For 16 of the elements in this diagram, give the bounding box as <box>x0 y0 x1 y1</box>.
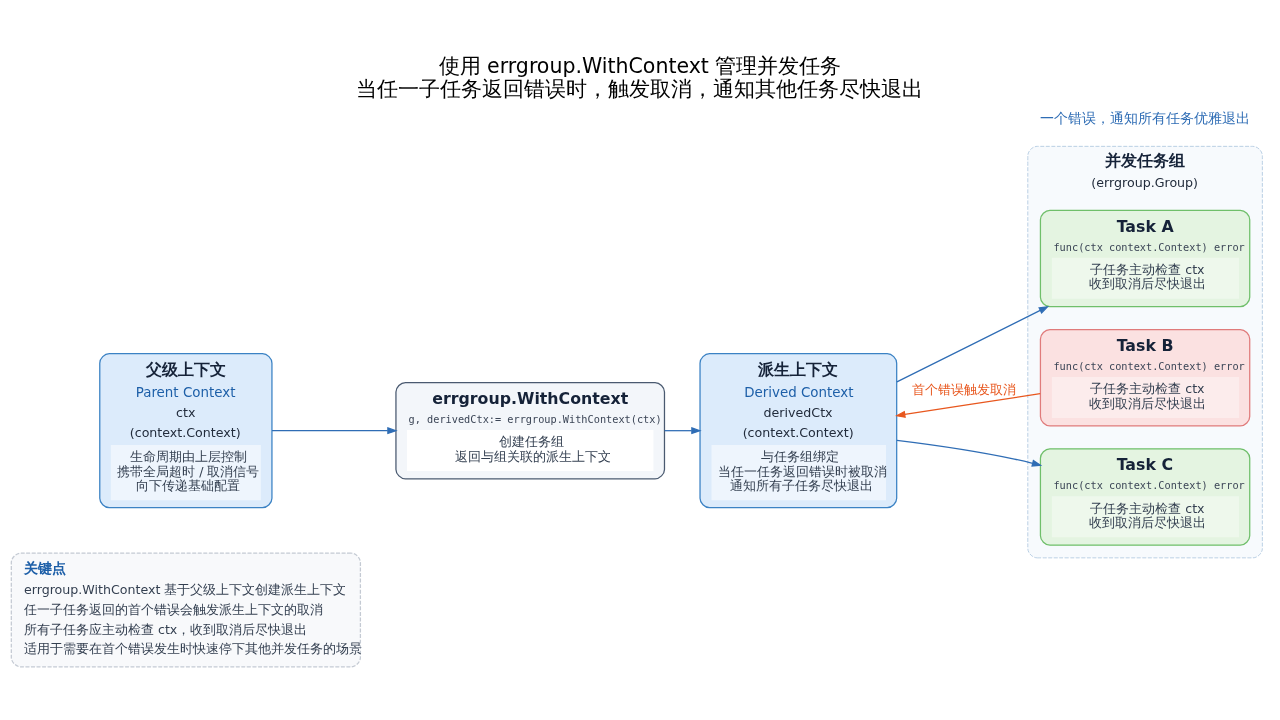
arrow <box>664 427 702 435</box>
node-box: 父级上下文 Parent Context ctx (context.Context) 生命周期由上层控制 携带全局超时 / 取消信号 向下传递基础配置 <box>99 353 273 509</box>
node-box: Task C func(ctx context.Context) error 子任务主动检查 ctx 收到取消后尽快退出 <box>1039 448 1251 546</box>
arrow <box>271 427 398 435</box>
arrow <box>895 393 1041 419</box>
label: 一个错误，通知所有任务优雅退出 <box>1040 109 1251 126</box>
edge-label: 首个错误触发取消 <box>912 382 1017 398</box>
arrow <box>896 305 1050 383</box>
node-box: Task B func(ctx context.Context) error 子任务主动检查 ctx 收到取消后尽快退出 <box>1039 328 1251 427</box>
caption: 当任一子任务返回错误时，触发取消，通知其他任务尽快退出 <box>356 76 924 101</box>
node-box: errgroup.WithContext g, derivedCtx:= errgroup.WithContext(ctx) 创建任务组 返回与组关联的派生上下文 <box>395 381 666 480</box>
node-box: Task A func(ctx context.Context) error 子任务主动检查 ctx 收到取消后尽快退出 <box>1039 209 1251 308</box>
node-box: 关键点 errgroup.WithContext 基于父级上下文创建派生上下文 任一子任务返回的首个错误会触发派生上下文的取消 所有子任务应主动检查 ctx，收到取消后尽快退出 适用于需要在首个错误发生时快速停下其他并发任务的场景 <box>10 552 362 668</box>
node-box: 派生上下文 Derived Context derivedCtx (context.Context) 与任务组绑定 当任一任务返回错误时被取消 通知所有子任务尽快退出 <box>699 353 898 509</box>
arrow <box>896 439 1043 467</box>
diagram-title: 使用 errgroup.WithContext 管理并发任务 <box>438 53 842 78</box>
